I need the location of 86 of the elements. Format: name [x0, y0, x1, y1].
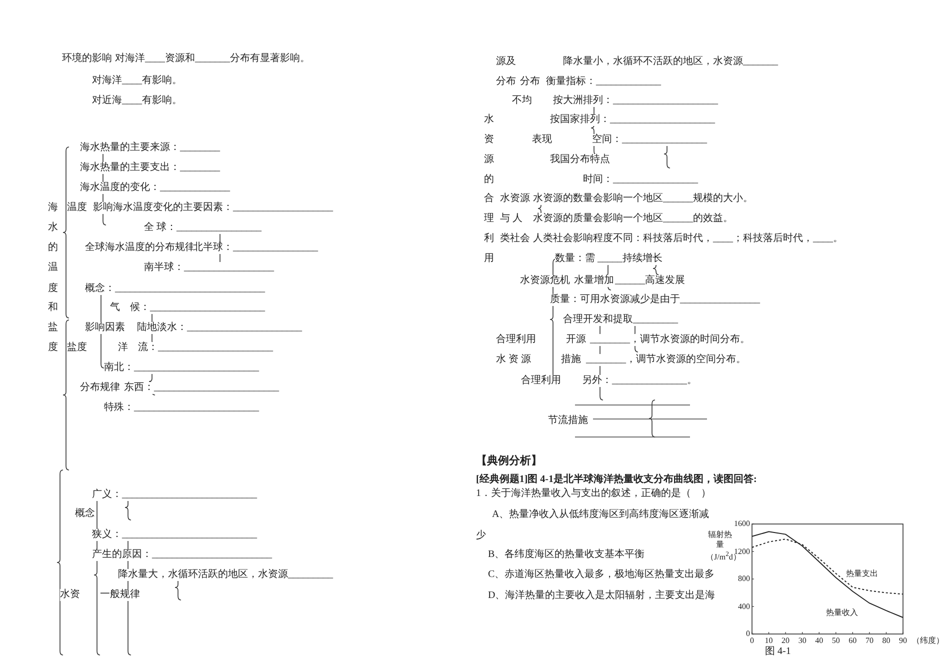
label-text: 源: [484, 154, 494, 166]
label-text: 环境的影响: [62, 53, 112, 65]
label-text: 时间：_________________: [583, 174, 698, 186]
label-text: 南北：_________________________: [104, 362, 259, 374]
tick-label: 40: [814, 636, 824, 645]
label-text: 盐: [48, 322, 58, 334]
label-text: 广义：___________________________: [92, 489, 257, 501]
label-text: 按大洲排列：_____________________: [553, 95, 718, 107]
label-text: 概念：______________________________: [85, 283, 265, 295]
label-text: 特殊：_________________________: [104, 402, 259, 414]
label-text: 度: [48, 283, 58, 295]
label-text: 水: [48, 222, 58, 234]
tick-label: 80: [881, 636, 892, 645]
label-text: 的: [484, 174, 494, 186]
label-text: 南半球：__________________: [144, 262, 274, 274]
label-text: 按国家排列：_____________________: [550, 114, 715, 126]
tick-label: 70: [864, 636, 874, 645]
label-text: 洋 流：_______________________: [118, 342, 273, 354]
label-text: 不均: [512, 95, 532, 107]
tick-label: 20: [780, 636, 791, 645]
label-text: 海水热量的主要支出：________: [80, 162, 220, 174]
label-text: 合: [484, 193, 494, 205]
label-text: 和: [48, 302, 58, 314]
label-text: 海: [48, 202, 58, 214]
label-text: 温度: [67, 202, 87, 214]
label-text: 我国分布特点: [550, 154, 610, 166]
label-text: 水量增加: [574, 275, 614, 287]
label-text: 质量：可用水资源减少是由于________________: [550, 294, 760, 306]
tick-label: 60: [848, 636, 858, 645]
tick-label: 30: [797, 636, 808, 645]
label-text: 狭义：___________________________: [92, 529, 257, 541]
label-text: 分布: [496, 76, 516, 88]
label-text: 空间：_________________: [592, 134, 707, 146]
label-text: 气 候：_______________________: [110, 302, 265, 314]
label-text: 水资源: [500, 193, 530, 205]
label-text: 盐度: [67, 342, 87, 354]
label-text: 一般规律: [100, 589, 140, 601]
label-text: 图 4-1: [765, 646, 791, 658]
label-text: 衡量指标：_____________: [546, 76, 661, 88]
label-text: 东西：_________________________: [124, 382, 279, 394]
label-text: 陆地淡水：_______________________: [137, 322, 302, 334]
label-text: ______高速发展: [615, 275, 685, 287]
tick-label: 50: [830, 636, 841, 645]
label-text: 水: [484, 114, 494, 126]
label-text: 的: [48, 242, 58, 254]
series-label: 热量支出: [846, 568, 878, 580]
label-text: 概念: [75, 508, 95, 520]
label-text: 合理开发和提取_________: [563, 314, 678, 326]
label-text: 数量：需 _____持续增长: [555, 253, 662, 265]
label-text: 用: [484, 253, 494, 265]
label-text: 全 球：_________________: [144, 222, 262, 234]
label-text: C、赤道海区热量收入最多，极地海区热量支出最多: [488, 569, 715, 581]
label-text: 措施: [561, 354, 581, 366]
series-label: 热量收入: [826, 607, 858, 619]
tick-label: 90: [898, 636, 908, 645]
label-text: 影响海水温度变化的主要因素：____________________: [93, 202, 333, 214]
label-text: 类社会: [500, 233, 530, 245]
label-text: 水资: [60, 589, 80, 601]
label-text: D、海洋热量的主要收入是太阳辐射，主要支出是海: [488, 590, 716, 602]
label-text: 与 人: [500, 213, 522, 225]
label-text: 水资源危机: [520, 275, 570, 287]
label-text: 温: [48, 262, 58, 274]
label-text: 合理利用: [521, 375, 561, 387]
axis-title: 辐射热量（J/m$^{2}$d）: [706, 530, 734, 563]
label-text: B、各纬度海区的热量收支基本平衡: [488, 549, 645, 561]
label-text: 开源: [566, 334, 586, 346]
label-text: 海水温度的变化：______________: [80, 182, 230, 194]
label-text: 分布规律: [80, 382, 120, 394]
label-text: 产生的原因：________________________: [92, 549, 272, 561]
label-text: 度: [48, 342, 58, 354]
label-text: 表现: [532, 134, 552, 146]
label-text: 资: [484, 134, 494, 146]
label-text: 分布: [520, 76, 540, 88]
label-text: 水 资 源: [496, 354, 531, 366]
heading-text: [经典例题1]图 4-1是北半球海洋热量收支分布曲线图，读图回答:: [476, 474, 757, 486]
label-text: 节流措施: [548, 415, 588, 427]
label-text: 北半球：_________________: [193, 242, 318, 254]
label-text: 利: [484, 233, 494, 245]
tick-label: 10: [764, 636, 774, 645]
label-text: 降水量大，水循环活跃的地区，水资源_________: [118, 569, 333, 581]
label-text: 海水热量的主要来源：________: [80, 142, 220, 154]
label-text: 降水量小，水循环不活跃的地区，水资源_______: [563, 56, 778, 68]
label-text: 理: [484, 213, 494, 225]
label-text: 源及: [496, 56, 516, 68]
label-text: 合理利用: [496, 334, 536, 346]
label-text: 影响因素: [85, 322, 125, 334]
